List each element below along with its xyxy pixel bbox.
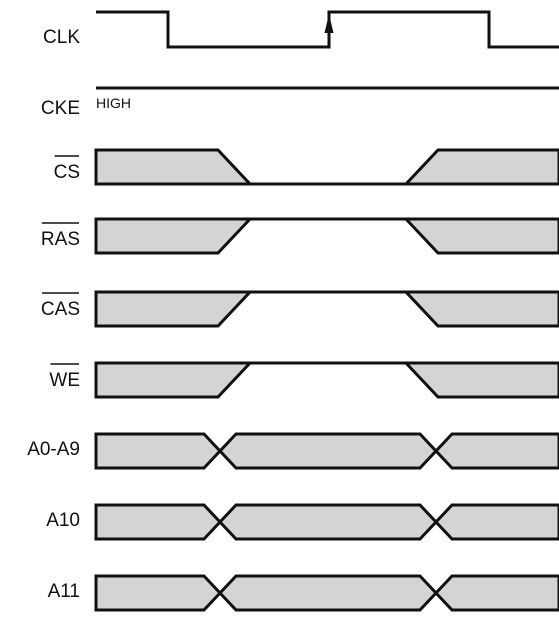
ras-waveform-left [94,217,254,255]
clk-label: CLK [43,27,80,48]
we-waveform-right [402,361,559,399]
a10-label: A10 [46,510,80,531]
a0-a9-label: A0-A9 [27,439,80,460]
a10-segment-1 [94,503,223,541]
ras-row: RAS [41,217,559,255]
we-row: WE [49,361,559,399]
cas-waveform-right [402,290,559,328]
a0-a9-segment-1 [94,432,223,470]
ras-label: RAS [41,229,80,250]
up-arrow-icon [324,14,334,33]
we-label: WE [49,370,80,391]
a11-segment-2 [217,574,439,612]
cs-waveform-right [402,148,559,186]
a0-a9-segment-2 [217,432,439,470]
cas-label: CAS [41,299,80,320]
a10-segment-3 [433,503,559,541]
clk-row: CLK [43,10,559,49]
a11-segment-3 [433,574,559,612]
a11-row: A11 [48,574,559,612]
a11-segment-1 [94,574,223,612]
a0-a9-segment-3 [433,432,559,470]
cs-waveform-left [94,148,254,186]
we-waveform-left [94,361,254,399]
a10-segment-2 [217,503,439,541]
cke-row: CKE HIGH [41,86,559,119]
ras-waveform-right [402,217,559,255]
cke-level-note: HIGH [96,95,131,111]
a0-a9-row: A0-A9 [27,432,559,470]
cas-waveform-left [94,290,254,328]
a11-label: A11 [48,581,80,602]
a10-row: A10 [46,503,559,541]
cs-label: CS [54,162,80,183]
cke-label: CKE [41,98,80,119]
cas-row: CAS [41,290,559,328]
cs-row: CS [54,148,559,186]
